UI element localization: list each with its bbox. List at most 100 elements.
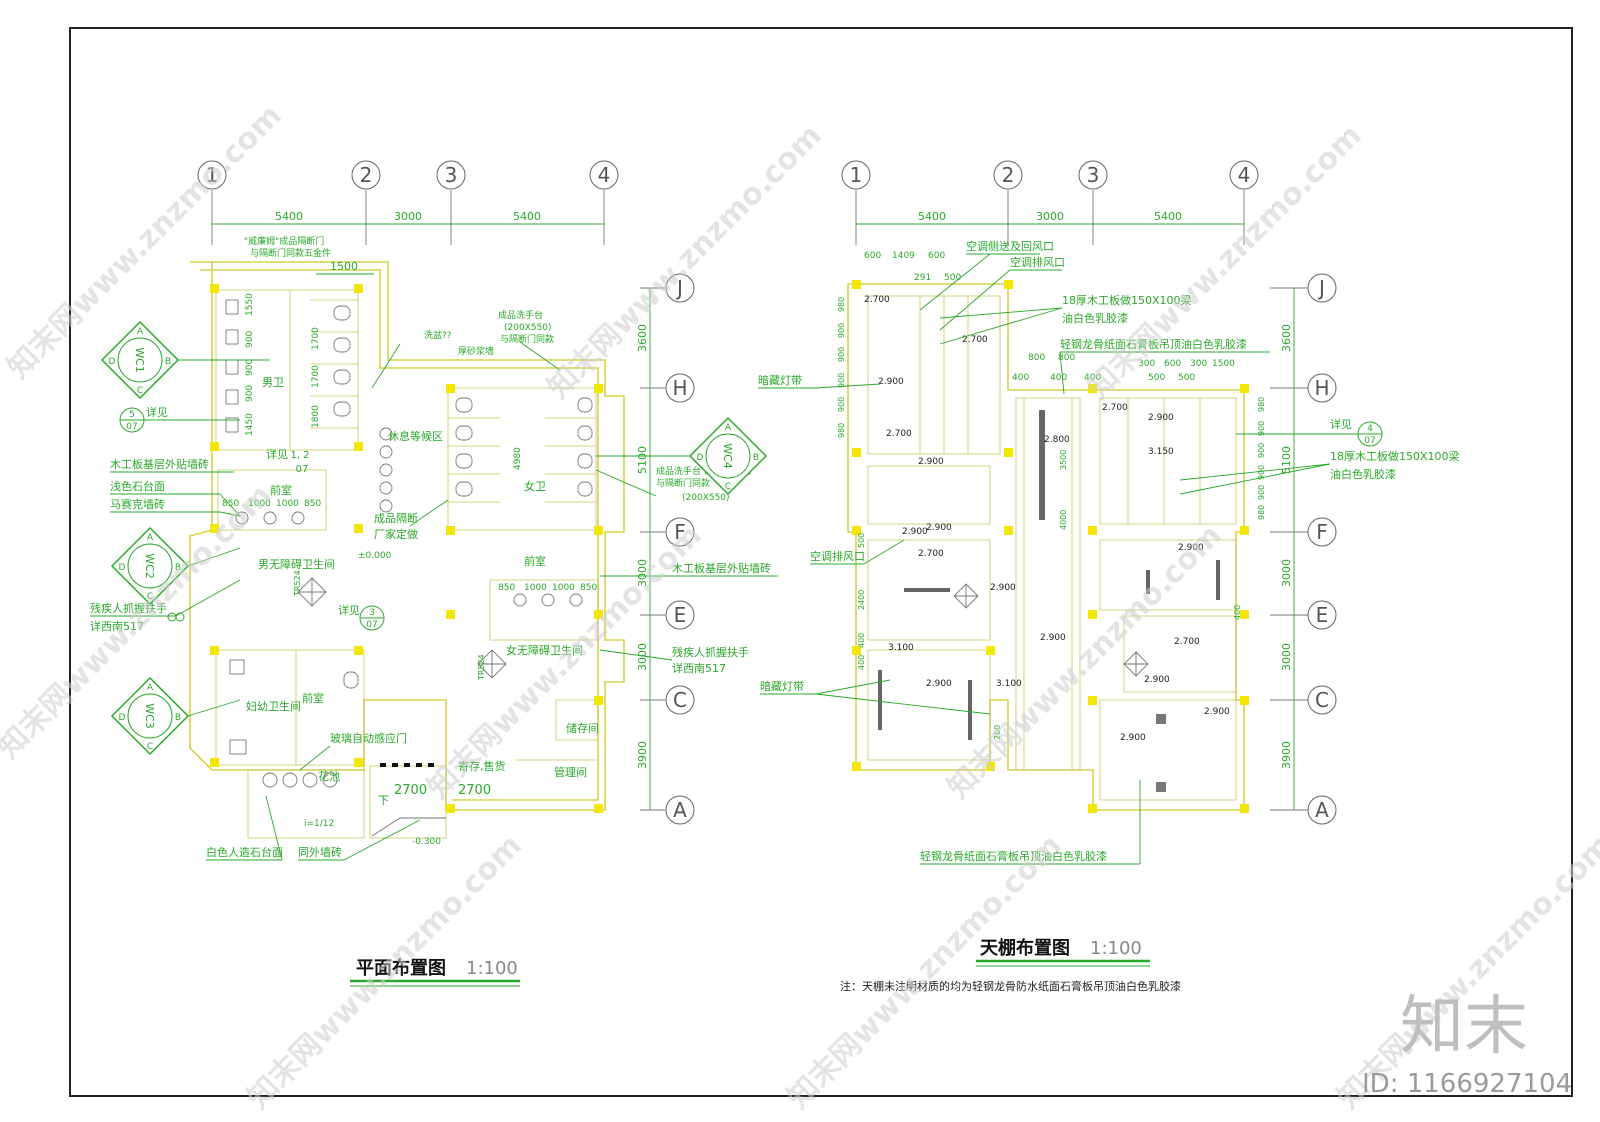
brand-mark: 知末 [1400, 990, 1528, 1064]
see-3-num: 3 [369, 608, 375, 618]
plan-dim-3600: 3600 [636, 324, 649, 352]
room-men: 男卫 [262, 376, 284, 389]
plan-axis-a: A [673, 798, 687, 822]
ceil-elev-14: 2.800 [1044, 435, 1070, 445]
ceil-axis-e: E [1316, 603, 1329, 627]
ceil-dl-3: 900 [837, 347, 846, 362]
svg-text:B: B [175, 713, 181, 723]
note-handrail2: 残疾人抓握扶手 [672, 645, 749, 659]
ceil-da-1: 600 [864, 251, 881, 261]
room-front-1: 前室 [270, 483, 292, 497]
ceil-dc-1: 800 [1028, 353, 1045, 363]
men-dim-6: 1700 [311, 327, 321, 350]
svg-text:A: A [137, 327, 144, 337]
ceil-axis-c: C [1315, 688, 1329, 712]
ceil-axis-f: F [1316, 520, 1328, 544]
plan-top-axes: 1 2 3 4 5400 3000 5400 [197, 160, 619, 245]
ceil-gypsum2: 轻钢龙骨纸面石膏板吊顶油白色乳胶漆 [920, 849, 1107, 863]
ceil-elev-5: 2.900 [918, 457, 944, 467]
floor-plan: 1 2 3 4 5400 3000 5400 J H F E C [90, 160, 778, 987]
ceil-axis-j: J [1317, 276, 1325, 300]
ceil-elev-3: 2.900 [878, 377, 904, 387]
ceil-da-2: 1409 [892, 251, 915, 261]
plan-axis-1: 1 [206, 163, 219, 187]
room-women: 女卫 [524, 479, 546, 493]
ceil-axis-4: 4 [1238, 163, 1251, 187]
plan-title-block: 平面布置图 1:100 [350, 957, 520, 987]
plan-dim-3900: 3900 [636, 741, 649, 769]
note-wood-tile: 木工板基层外贴墙砖 [110, 457, 209, 471]
ceil-df-2: 400 [1050, 373, 1067, 383]
ceil-db-2: 500 [944, 273, 961, 283]
counter-dim-2: 1000 [248, 499, 271, 509]
svg-text:WC3: WC3 [143, 703, 156, 729]
note-glass-door: 玻璃自动感应门 [330, 731, 407, 745]
ceiling-annotations: 600 1409 600 291 500 空调侧送及回风口 空调排风口 18厚木… [758, 239, 1460, 865]
counter2-dim-3: 1000 [552, 583, 575, 593]
svg-text:A: A [725, 423, 732, 433]
note-ext-tile: 同外墙砖 [298, 845, 342, 859]
ceil-elev-20: 2.900 [1204, 707, 1230, 717]
counter-dim-1: 850 [222, 499, 239, 509]
tr-b: TR524 [477, 654, 486, 681]
watermark-2: 知末网www.znzmo.com [541, 118, 829, 406]
counter-dim-4: 850 [304, 499, 321, 509]
ceil-beam-paint2: 油白色乳胶漆 [1330, 467, 1396, 481]
sheet-border [69, 27, 1573, 1097]
dim-4980: 4980 [513, 447, 523, 470]
ceil-dl-2: 900 [837, 323, 846, 338]
ceil-dim-3000b: 3000 [1280, 643, 1293, 671]
see-3-label: 详见 [338, 603, 360, 617]
ceiling-plan: 1 2 3 4 5400 3000 5400 J H F E C [758, 160, 1460, 993]
ceil-beam-paint: 油白色乳胶漆 [1062, 311, 1128, 325]
watermark-5: 知末网www.znzmo.com [421, 518, 709, 806]
ceil-elev-10: 3.100 [888, 643, 914, 653]
ceil-hidden-light: 暗藏灯带 [758, 373, 802, 387]
ceil-dl-4: 900 [837, 373, 846, 388]
plan-dim-5400a: 5400 [275, 210, 303, 223]
svg-text:A: A [147, 683, 154, 693]
ceil-de-2: 500 [1178, 373, 1195, 383]
ceil-dd-2: 600 [1164, 359, 1181, 369]
ceil-dim-3600: 3600 [1280, 324, 1293, 352]
stair-down: 下 [378, 794, 389, 807]
ceil-dim-3000a: 3000 [1280, 559, 1293, 587]
plan-axis-c: C [673, 688, 687, 712]
ceiling-note: 注：天棚未注明材质的均为轻钢龙骨防水纸面石膏板吊顶油白色乳胶漆 [840, 979, 1181, 993]
see-3-sheet: 07 [366, 620, 377, 630]
ceiling-top-axes: 1 2 3 4 5400 3000 5400 [841, 160, 1259, 245]
tr-a: TR524 [293, 570, 302, 597]
room-flower: 花池 [318, 770, 340, 783]
room-store: 储存间 [566, 721, 599, 735]
svg-text:A: A [147, 533, 154, 543]
svg-text:C: C [725, 482, 731, 492]
note-white-stone: 白色人造石台面 [206, 845, 283, 859]
plan-axis-j: J [675, 276, 683, 300]
svg-text:D: D [119, 713, 126, 723]
svg-text:B: B [175, 563, 181, 573]
plan-scale: 1:100 [466, 958, 518, 979]
ceil-elev-7: 2.900 [990, 583, 1016, 593]
ceil-dm-2: 4000 [1059, 510, 1068, 530]
ceil-beam2: 18厚木工板做150X100梁 [1330, 449, 1460, 463]
ceil-elev-13: 2.900 [1144, 675, 1170, 685]
plan-axis-h: H [672, 376, 687, 400]
ceil-df-1: 400 [1012, 373, 1029, 383]
ceil-elev-19: 2.700 [1174, 637, 1200, 647]
watermarks: 知末网www.znzmo.com 知末网www.znzmo.com 知末网www… [0, 98, 1600, 1116]
svg-text:D: D [119, 563, 126, 573]
svg-text:WC1: WC1 [133, 347, 146, 373]
elev-2700-a: 2700 [394, 783, 427, 798]
plan-axis-f: F [674, 520, 686, 544]
ceil-dr-6: 980 [1257, 505, 1266, 520]
ceil-axis-h: H [1314, 376, 1329, 400]
see-12-sheet: 07 [296, 464, 309, 475]
counter2-dim-4: 850 [580, 583, 597, 593]
ceil-dv-1: 500 [857, 533, 866, 548]
ceiling-scale: 1:100 [1090, 938, 1142, 959]
plan-dim-3000a: 3000 [636, 559, 649, 587]
men-dim-2: 900 [245, 331, 255, 348]
see-12-num: 1, 2 [290, 450, 309, 461]
note-partition: "威廉姆"成品隔断门 [244, 235, 324, 247]
note-mosaic: 马赛克墙砖 [110, 497, 165, 511]
